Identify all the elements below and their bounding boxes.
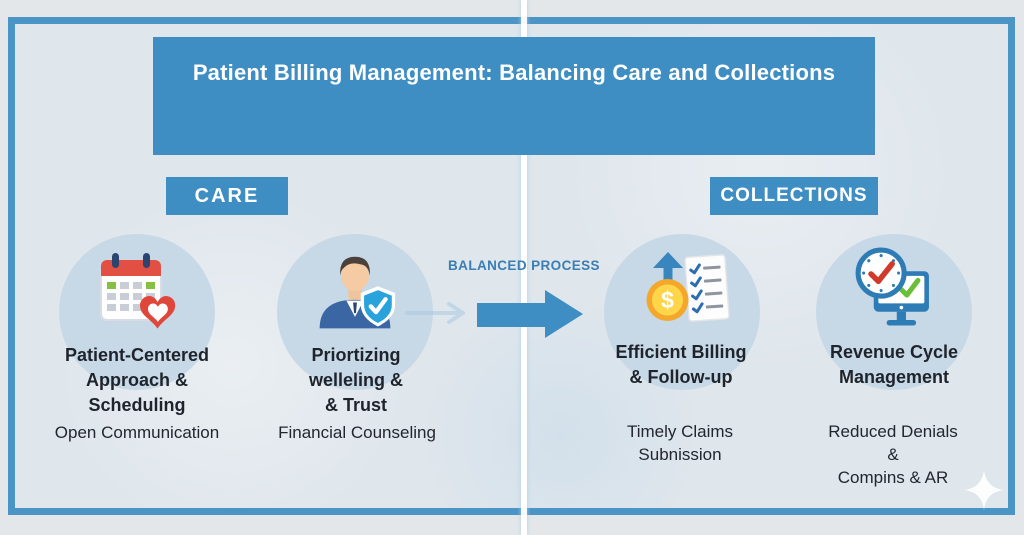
subtext-financial-counseling: Financial Counseling: [278, 423, 436, 442]
subtext-reduced-denials: Reduced Denials & Compins & AR: [828, 422, 958, 487]
money-checklist-icon: $: [646, 252, 730, 322]
caption-prioritizing: Priortizing welleling & & Trust: [308, 345, 404, 415]
dollar-coin: $: [646, 279, 689, 321]
center-divider: [521, 0, 527, 535]
svg-text:$: $: [661, 287, 674, 313]
clock-monitor-icon: [855, 247, 929, 326]
faint-right-arrow-icon: [405, 302, 465, 324]
checklist-document: [684, 254, 730, 322]
care-section-label: CARE: [166, 177, 288, 215]
sparkle-icon: [964, 470, 1004, 510]
collections-section-label: COLLECTIONS: [710, 177, 878, 215]
balanced-process-label: BALANCED PROCESS: [448, 258, 600, 273]
calendar-heart-icon: [100, 253, 176, 329]
caption-efficient-billing: Efficient Billing & Follow-up: [615, 342, 747, 387]
person-shield-icon: [319, 256, 396, 329]
subtext-open-communication: Open Communication: [54, 423, 220, 442]
title-banner: Patient Billing Management: Balancing Ca…: [153, 37, 875, 155]
caption-patient-centered: Patient-Centered Approach & Scheduling: [64, 345, 210, 415]
up-arrow: [653, 252, 683, 288]
page-title: Patient Billing Management: Balancing Ca…: [192, 60, 836, 85]
shield: [360, 286, 396, 327]
clock: [855, 247, 907, 299]
big-right-arrow-icon: [477, 290, 583, 338]
caption-revenue-cycle: Revenue Cycle Management: [829, 342, 959, 387]
subtext-timely-claims: Timely Claims Subnission: [626, 422, 734, 464]
